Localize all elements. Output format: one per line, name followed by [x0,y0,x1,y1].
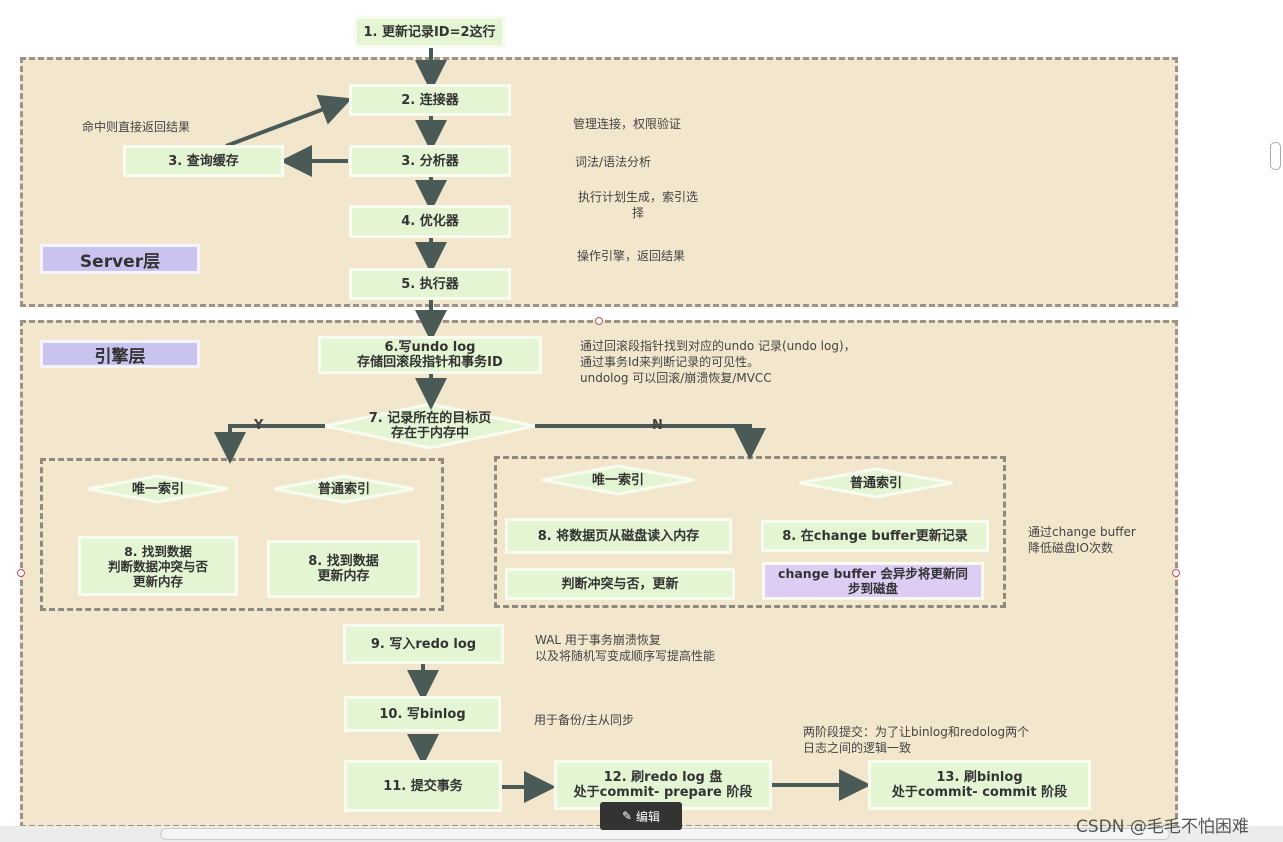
n-normal-index-async-sync: change buffer 会异步将更新同 步到磁盘 [762,562,984,600]
branch-yes-label: Y [254,418,264,433]
edit-button[interactable]: ✎ 编辑 [600,802,682,830]
note-cache-hit: 命中则直接返回结果 [82,120,191,134]
note-binlog: 用于备份/主从同步 [534,713,635,727]
step-5-executor: 5. 执行器 [349,268,511,300]
note-change-buffer: 通过change buffer 降低磁盘IO次数 [1028,525,1136,555]
n-normal-index-change-buffer: 8. 在change buffer更新记录 [761,520,989,552]
step-3-query-cache: 3. 查询缓存 [123,145,284,177]
note-executor: 操作引擎，返回结果 [577,249,686,263]
diamond-y-unique-index [87,474,229,504]
note-two-phase-commit: 两阶段提交：为了让binlog和redolog两个 日志之间的逻辑一致 [803,725,1030,755]
step-7-target-page-in-memory: 7. 记录所在的目标页 存在于内存中 [368,411,492,441]
pencil-icon: ✎ [621,809,633,823]
step-3-analyzer: 3. 分析器 [349,145,511,177]
resize-handle-top[interactable] [595,317,603,325]
step-1-update-record: 1. 更新记录ID=2这行 [354,16,505,48]
step-6-write-undo-log: 6.写undo log 存储回滚段指针和事务ID [318,336,542,374]
step-13-flush-binlog: 13. 刷binlog 处于commit- commit 阶段 [868,760,1091,810]
n-unique-index-check-update: 判断冲突与否，更新 [505,568,735,600]
diamond-n-unique-index [541,464,695,496]
note-optimizer: 执行计划生成，索引选 择 [578,190,699,220]
step-4-optimizer: 4. 优化器 [349,205,511,238]
vertical-scrollbar-thumb[interactable] [1270,142,1281,170]
n-unique-index-read-page: 8. 将数据页从磁盘读入内存 [505,518,732,554]
watermark: CSDN @毛毛不怕困难 [1076,817,1249,837]
note-redo: WAL 用于事务崩溃恢复 以及将随机写变成顺序写提高性能 [535,633,716,663]
note-connector: 管理连接，权限验证 [573,117,682,131]
step-12-flush-redo-log: 12. 刷redo log 盘 处于commit- prepare 阶段 [554,760,772,810]
step-10-write-binlog: 10. 写binlog [344,696,501,732]
server-layer-region [20,57,1178,307]
n-unique-index-label: 唯一索引 [591,472,644,488]
resize-handle-right[interactable] [1172,569,1180,577]
y-normal-index-action: 8. 找到数据 更新内存 [267,540,420,598]
note-undo: 通过回滚段指针找到对应的undo 记录(undo log)， 通过事务Id来判断… [580,339,856,385]
note-analyzer: 词法/语法分析 [575,155,652,169]
decision-diamond-target-page [324,402,536,450]
y-normal-index-label: 普通索引 [317,481,370,497]
step-2-connector: 2. 连接器 [349,84,511,116]
diamond-y-normal-index [273,474,415,504]
diamond-n-normal-index [799,467,953,499]
step-11-commit-transaction: 11. 提交事务 [344,760,502,812]
step-9-write-redo-log: 9. 写入redo log [343,624,504,664]
y-unique-index-action: 8. 找到数据 判断数据冲突与否 更新内存 [78,536,238,596]
n-normal-index-label: 普通索引 [849,475,902,491]
engine-layer-label: 引擎层 [40,340,200,368]
server-layer-label: Server层 [40,244,200,274]
y-unique-index-label: 唯一索引 [131,481,184,497]
resize-handle-left[interactable] [17,569,25,577]
branch-no-label: N [652,418,663,433]
